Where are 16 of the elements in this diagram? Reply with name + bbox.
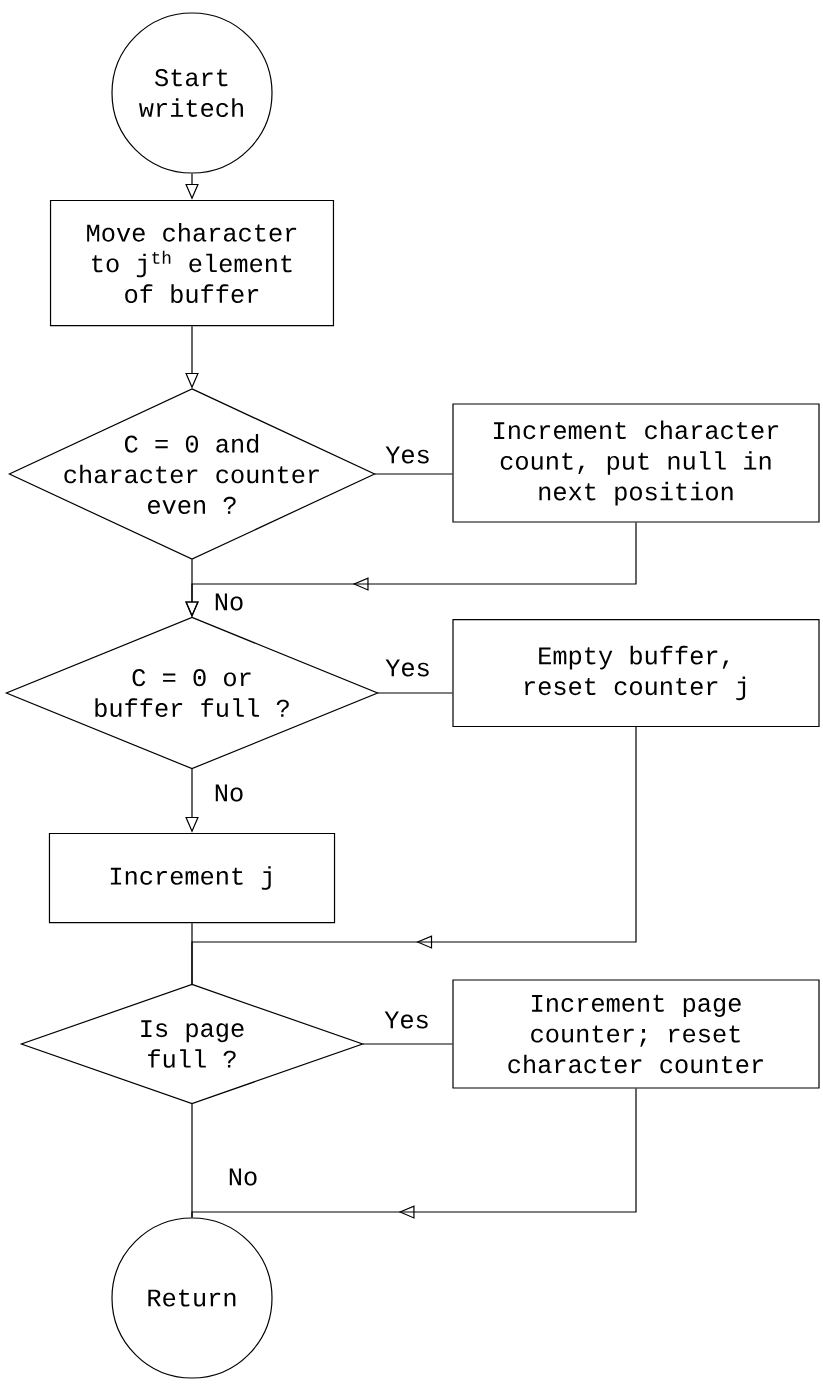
connector-line bbox=[374, 473, 453, 475]
edge-label: Yes bbox=[383, 445, 433, 465]
connector-line bbox=[377, 692, 453, 694]
edge-label: Yes bbox=[383, 658, 433, 678]
edge-label: No bbox=[226, 1167, 260, 1187]
edge-label: No bbox=[212, 783, 246, 803]
edge-label: Yes bbox=[382, 1010, 432, 1030]
arrow bbox=[191, 1088, 637, 1219]
process-box: Move character to j$^{th}$ element of buffer bbox=[49, 199, 335, 327]
process-box: Increment j bbox=[48, 832, 336, 924]
connector-line bbox=[362, 1043, 453, 1045]
edge-label: No bbox=[212, 592, 246, 612]
connector-line bbox=[191, 922, 193, 985]
process-box: Increment page counter; reset character counter bbox=[452, 979, 820, 1089]
process-box: Empty buffer, reset counter j bbox=[452, 618, 820, 728]
process-box: Increment character count, put null in next position bbox=[452, 403, 820, 523]
